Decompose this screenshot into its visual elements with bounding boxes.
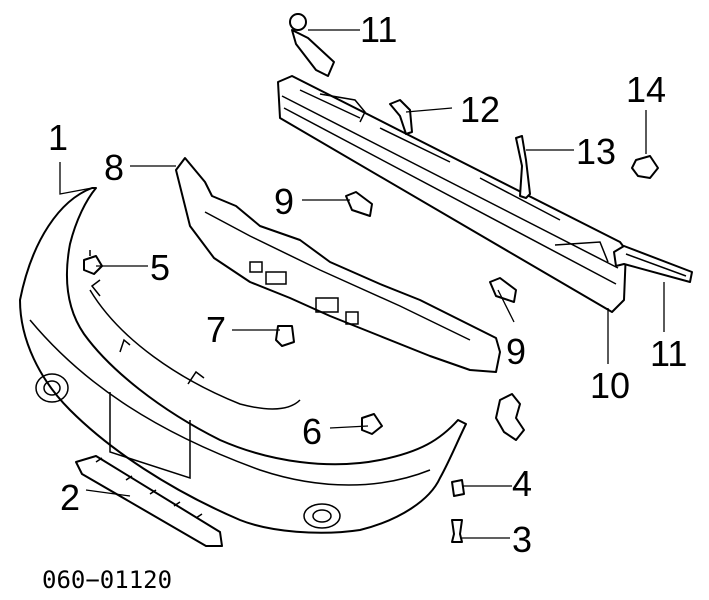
reinforcement-bar bbox=[277, 75, 627, 313]
callout-4: 4 bbox=[512, 463, 532, 504]
callout-14: 14 bbox=[626, 69, 666, 110]
energy-absorber bbox=[175, 157, 501, 373]
part-13-bracket bbox=[515, 135, 531, 199]
callout-9-left: 9 bbox=[274, 181, 294, 222]
bumper-cover bbox=[19, 187, 467, 534]
part-5-clip bbox=[83, 250, 103, 275]
part-9-clip-a bbox=[345, 191, 373, 217]
part-11-bracket-right bbox=[613, 245, 693, 283]
callout-7: 7 bbox=[206, 309, 226, 350]
part-3-bolt bbox=[451, 519, 463, 543]
part-11-bracket-top bbox=[289, 13, 335, 77]
callout-6: 6 bbox=[302, 411, 322, 452]
part-7-grommet bbox=[275, 325, 295, 347]
part-4-clip bbox=[451, 479, 465, 497]
callout-11-right: 11 bbox=[650, 333, 687, 374]
diagram-code: 060−01120 bbox=[42, 566, 172, 594]
part-bracket-mount bbox=[495, 393, 525, 441]
leader-lines bbox=[59, 29, 665, 539]
callout-9-right: 9 bbox=[506, 331, 526, 372]
part-9-clip-b bbox=[489, 277, 517, 303]
callout-12: 12 bbox=[460, 89, 500, 130]
callout-8: 8 bbox=[104, 147, 124, 188]
callout-10: 10 bbox=[590, 365, 630, 406]
lower-spoiler bbox=[75, 455, 223, 547]
part-12-clip bbox=[389, 99, 413, 135]
part-6-clip bbox=[361, 413, 383, 435]
callout-5: 5 bbox=[150, 247, 170, 288]
callout-3: 3 bbox=[512, 519, 532, 560]
callout-2: 2 bbox=[60, 477, 80, 518]
callout-11-top: 11 bbox=[360, 9, 397, 50]
callout-1: 1 bbox=[48, 117, 68, 158]
part-14-nut bbox=[631, 155, 659, 179]
callout-13: 13 bbox=[576, 131, 616, 172]
